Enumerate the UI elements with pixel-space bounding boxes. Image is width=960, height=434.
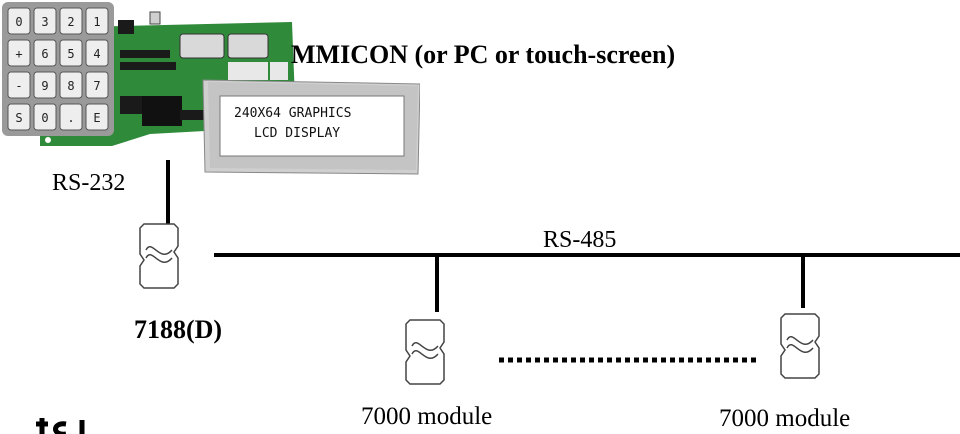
keypad-key-label: 9 [41,79,48,93]
keypad-key [33,7,57,35]
keypad-key [59,71,83,99]
keypad-key-label: 1 [93,15,100,29]
keypad-key-label: 3 [41,15,48,29]
cropped-text-fragment [36,418,85,434]
keypad-key-label: E [93,111,100,125]
keypad-key [33,39,57,67]
keypad-key-label: 2 [67,15,74,29]
module-label: 7000 module [361,403,493,430]
keypad-key [7,7,31,35]
mmicon-title: MMICON (or PC or touch-screen) [291,40,676,69]
rs232-label: RS-232 [52,170,126,196]
keypad-key [85,71,109,99]
keypad-key [33,103,57,131]
keypad-key [59,7,83,35]
keypad: 0 3 2 1 +6 5 4 - 9 8 7S 0. E [2,2,114,136]
keypad-key-label: 6 [41,47,48,61]
keypad-key-label: 4 [93,47,100,61]
controller-7188-icon [139,223,179,289]
mmicon-device: 0 3 2 1 +6 5 4 - 9 8 7S 0. E 240X64 GRAPHICS LCD DIS… [0,0,420,175]
keypad-key-label: 8 [67,79,74,93]
module-icon [405,319,445,385]
keypad-key [85,103,109,131]
lcd-line-2: LCD DISPLAY [254,126,340,141]
keypad-key-label: + [15,47,22,61]
keypad-key-label: . [67,111,74,125]
keypad-key [7,103,31,131]
keypad-key [59,39,83,67]
lcd-line-1: 240X64 GRAPHICS [234,106,351,121]
lcd-display: 240X64 GRAPHICS LCD DISPLAY [202,79,420,175]
rs485-label: RS-485 [543,227,617,253]
keypad-key-label: - [15,79,22,93]
keypad-key [85,7,109,35]
keypad-key [33,71,57,99]
keypad-key-label: 7 [93,79,100,93]
keypad-key [7,71,31,99]
keypad-key [7,39,31,67]
module-label: 7000 module [719,405,851,432]
module-icon [780,313,820,379]
keypad-key-label: 0 [41,111,48,125]
keypad-key-label: S [15,111,22,125]
keypad-key [85,39,109,67]
controller-label: 7188(D) [134,315,223,344]
keypad-key [59,103,83,131]
keypad-key-label: 0 [15,15,22,29]
keypad-key-label: 5 [67,47,74,61]
